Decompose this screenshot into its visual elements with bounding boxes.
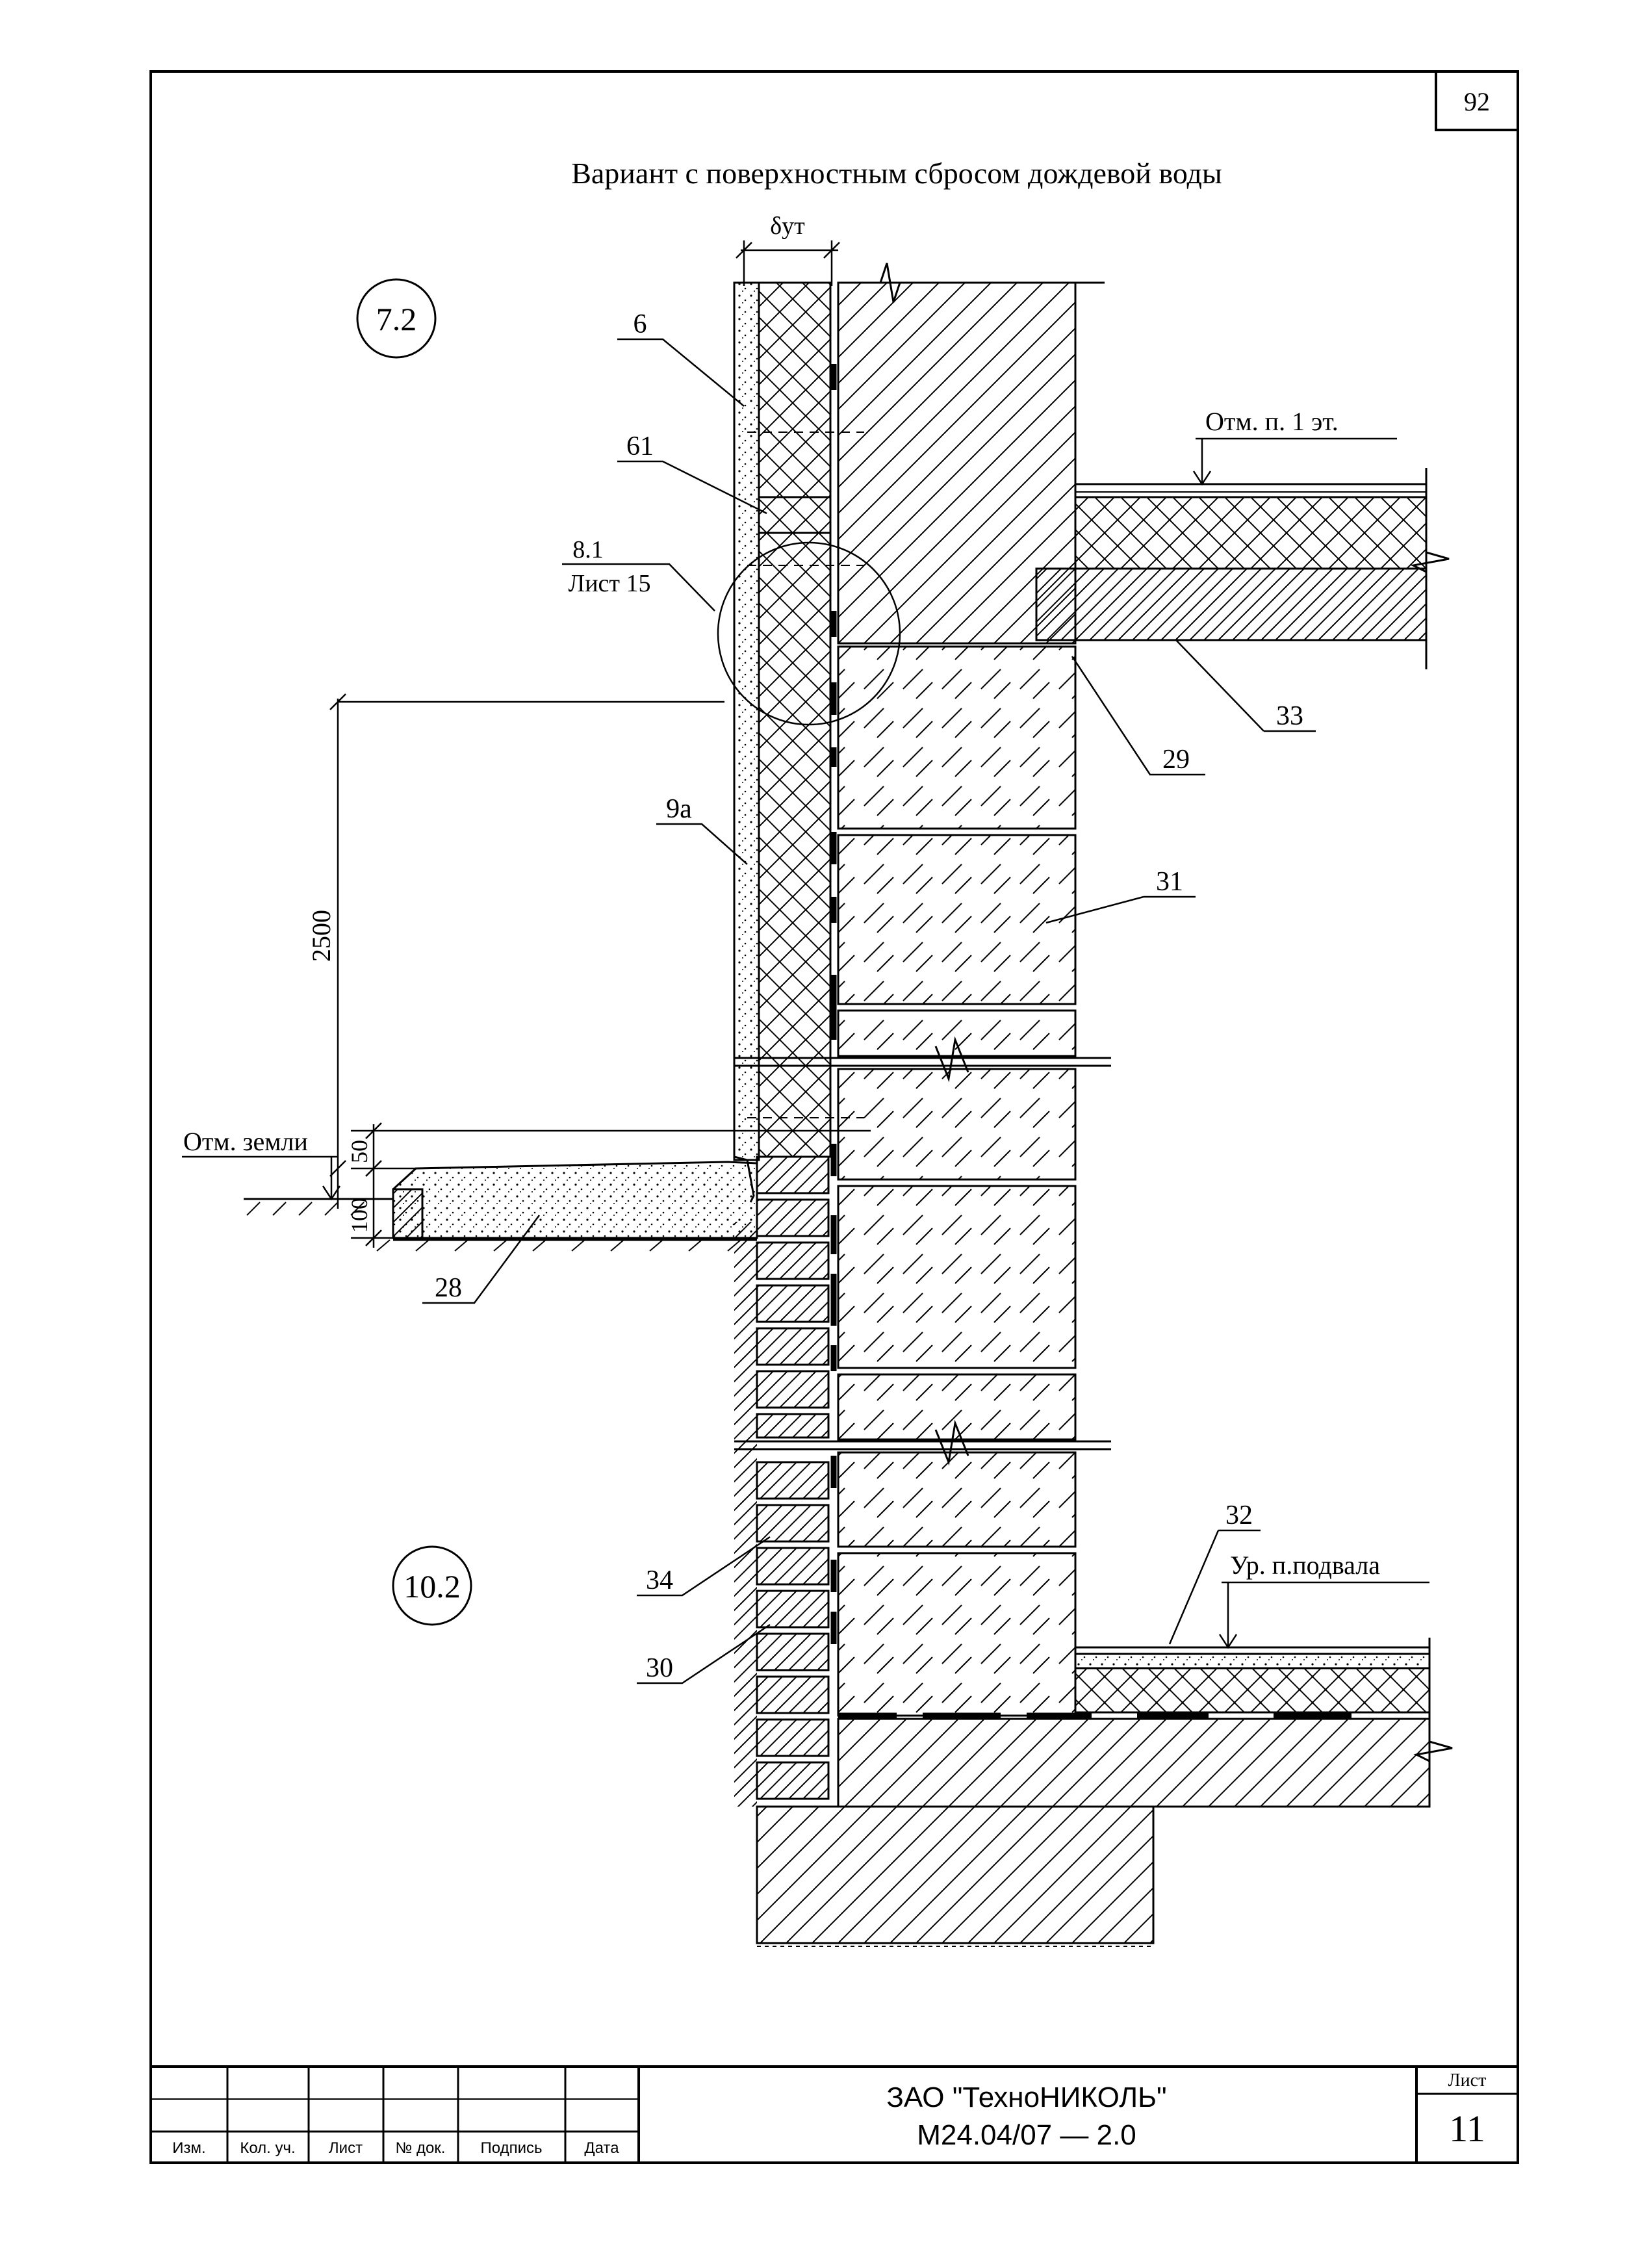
foundation-slab: [837, 1718, 1431, 1808]
block-course-2: [837, 834, 1077, 1005]
wall-top-break: [838, 263, 1105, 303]
wall-break-2-zig: [934, 1419, 969, 1466]
callout-30: 30: [646, 1653, 673, 1683]
tb-doc-code: М24.04/07 — 2.0: [917, 2119, 1136, 2151]
brick-backfill: [734, 1222, 757, 1807]
detail-circle-8-1: [717, 541, 901, 726]
dimension-2500-label: 2500: [307, 910, 336, 962]
tb-col-sign: Подпись: [481, 2139, 543, 2157]
wall-break-1-zig: [934, 1036, 969, 1083]
callout-32: 32: [1225, 1501, 1253, 1530]
leader-lines: [422, 338, 1316, 1684]
foundation-footing: [756, 1805, 1155, 1944]
level-basement-mark: [1218, 1581, 1429, 1649]
node-marker-top-circle: [356, 278, 437, 359]
floor1-insulation: [1074, 496, 1428, 570]
node-marker-bottom-circle: [392, 1545, 472, 1626]
callout-28: 28: [435, 1273, 462, 1303]
thickness-label: δут: [770, 213, 805, 240]
drawing-title: Вариант с поверхностным сбросом дождевой…: [571, 157, 1222, 190]
basement-floor-insulation: [1074, 1667, 1431, 1714]
sheet-number-box: [1435, 70, 1519, 131]
node-marker-top: 7.2: [376, 301, 417, 337]
sheet-number: 92: [1464, 87, 1490, 116]
block-course-7: [837, 1451, 1077, 1548]
blind-area-28: [392, 1161, 758, 1239]
brick-facing: [756, 1155, 830, 1800]
level-floor1-mark: [1192, 437, 1397, 486]
callout-61: 61: [626, 432, 654, 461]
dimension-2500: [329, 693, 724, 1209]
callout-6: 6: [634, 309, 647, 339]
level-ground-label: Отм. земли: [183, 1127, 308, 1156]
ground-hatch: [246, 1202, 741, 1252]
block-course-3: [837, 1009, 1077, 1057]
callout-33: 33: [1276, 701, 1303, 731]
block-course-8: [837, 1552, 1077, 1717]
callout-34: 34: [646, 1566, 673, 1595]
block-course-4: [837, 1068, 1077, 1181]
tb-sheet-value: 11: [1449, 2107, 1485, 2150]
tb-col-kol: Кол. уч.: [240, 2139, 295, 2157]
facade-insulation-upper: [758, 281, 832, 498]
facade-plaster-layer: [733, 281, 760, 1161]
title-block: [151, 2065, 1518, 2163]
block-course-1: [837, 645, 1077, 830]
facade-insulation-lower: [758, 532, 832, 1158]
node-marker-bottom: 10.2: [404, 1568, 461, 1604]
callout-29: 29: [1162, 745, 1190, 775]
floor-slab-33: [1035, 567, 1428, 641]
tb-sheet-label: Лист: [1448, 2070, 1487, 2091]
dimension-50-label: 50: [346, 1140, 372, 1163]
drip-profile: [734, 1155, 755, 1203]
facade-insulation-61: [758, 496, 832, 534]
level-floor1-label: Отм. п. 1 эт.: [1205, 407, 1339, 436]
callout-ref-num: 8.1: [572, 536, 604, 563]
curb-stone: [392, 1188, 424, 1239]
level-basement-label: Ур. п.подвала: [1230, 1551, 1380, 1580]
tb-company: ЗАО "ТехноНИКОЛЬ": [886, 2081, 1166, 2113]
tb-col-doc: № док.: [396, 2139, 446, 2157]
tb-col-izm: Изм.: [172, 2139, 205, 2157]
tb-col-list: Лист: [329, 2139, 363, 2157]
basement-floor-screed: [1074, 1653, 1431, 1669]
foundation-break-right: [1413, 1638, 1453, 1807]
dimension-thickness: [736, 240, 840, 286]
callout-31: 31: [1156, 867, 1183, 897]
dimension-100-label: 100: [346, 1198, 372, 1233]
block-course-5: [837, 1185, 1077, 1369]
callout-ref-sheet: Лист 15: [568, 570, 650, 597]
dimension-50-100: [351, 1122, 871, 1248]
tb-col-date: Дата: [584, 2139, 619, 2157]
callout-9a: 9а: [666, 794, 692, 824]
sheet-frame: [149, 70, 1519, 2164]
level-ground-mark: [182, 1155, 341, 1201]
